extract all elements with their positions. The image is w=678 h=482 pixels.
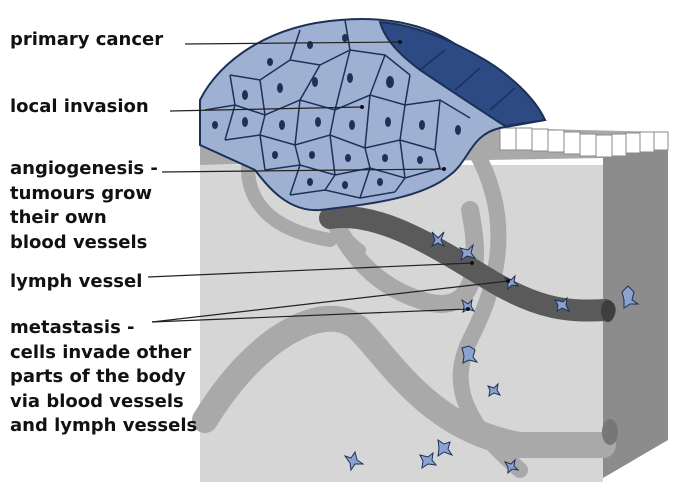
- lymph-vessel-opening: [601, 300, 615, 322]
- blood-vessel-opening: [602, 419, 618, 445]
- label-lymph-vessel: lymph vessel: [10, 270, 142, 295]
- label-metastasis: metastasis - cells invade other parts of…: [10, 316, 197, 439]
- label-primary-cancer: primary cancer: [10, 28, 163, 53]
- label-local-invasion: local invasion: [10, 95, 149, 120]
- label-angiogenesis: angiogenesis - tumours grow their own bl…: [10, 157, 158, 255]
